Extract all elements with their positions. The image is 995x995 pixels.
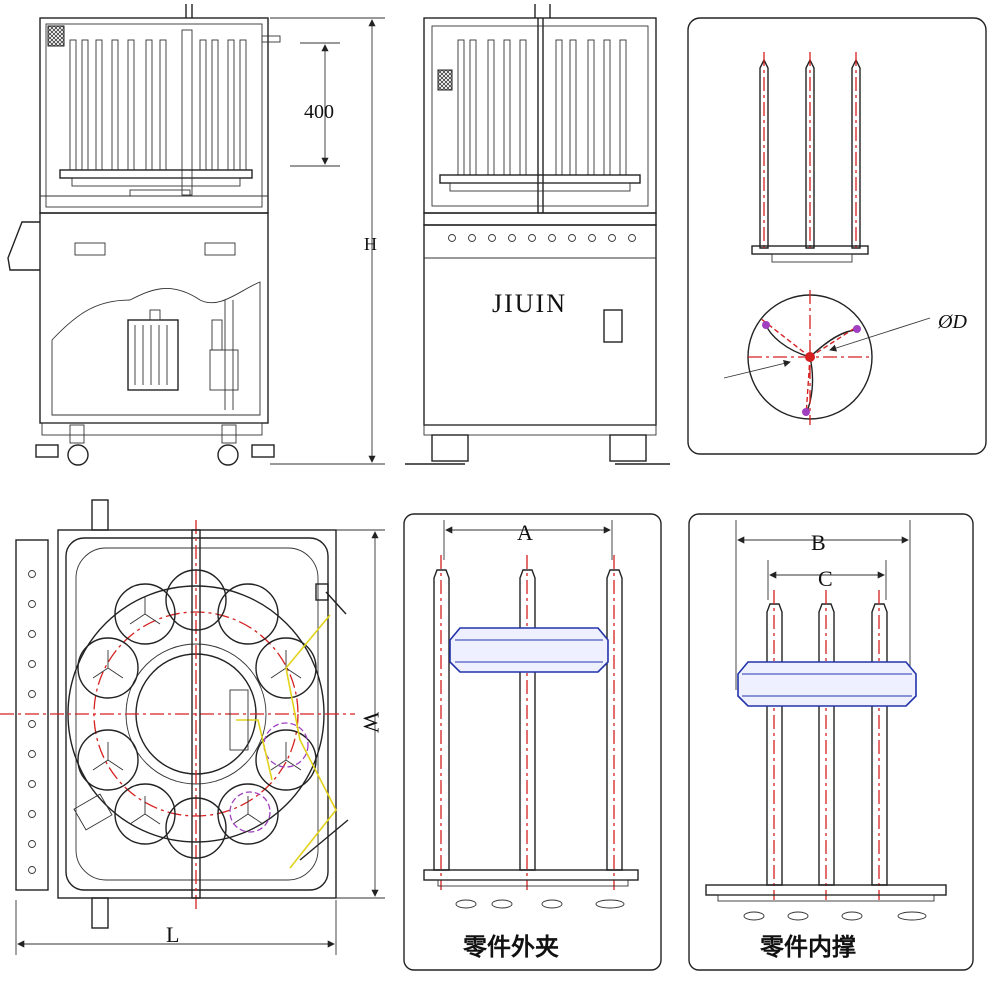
inner-support-caption: 零件内撑 (759, 933, 856, 961)
dim-height-label: H (364, 234, 377, 254)
side-view (405, 4, 670, 465)
clamp-detail-panel (687, 17, 987, 455)
dim-a-label: A (517, 520, 533, 545)
front-view (7, 4, 385, 466)
dim-length-label: L (166, 922, 179, 947)
dim-c-label: C (818, 566, 833, 591)
dim-400-label: 400 (304, 101, 334, 123)
outer-clamp-caption: 零件外夹 (462, 933, 559, 961)
dim-b-label: B (811, 530, 826, 555)
top-view (0, 499, 385, 955)
outer-clamp-panel (403, 513, 662, 971)
dim-diameter-label: ØD (937, 311, 967, 333)
detail-rods (759, 52, 861, 252)
dim-width-label: W (359, 712, 384, 733)
brand-label: JIUIN (492, 289, 567, 318)
top-view-stations (77, 569, 317, 859)
inner-support-panel (688, 513, 974, 971)
